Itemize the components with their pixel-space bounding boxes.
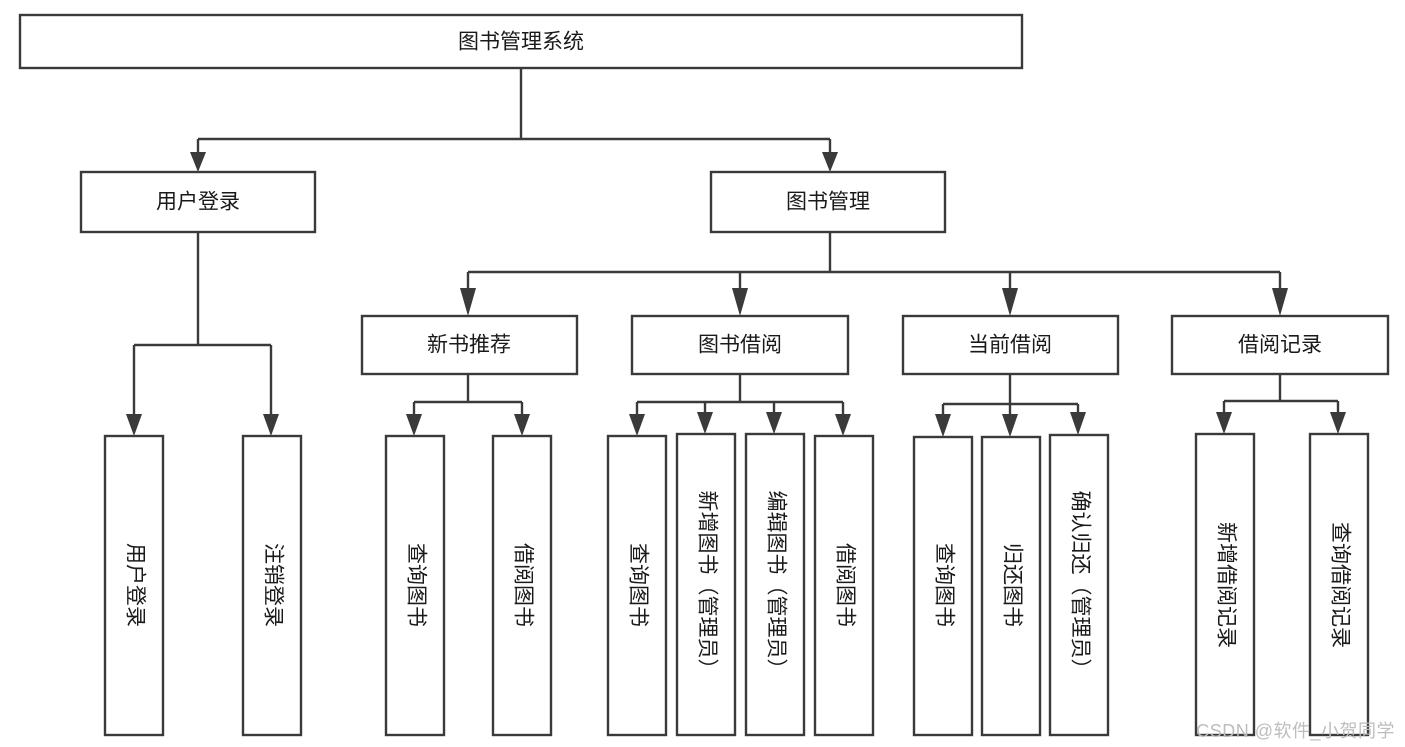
arrowhead-current-borrow	[1002, 288, 1018, 316]
node-current-borrow-label: 当前借阅	[968, 334, 1052, 357]
arrowhead-leaf-add-book	[697, 412, 713, 434]
leaf-confirm-return-label: 确认归还（管理员）	[1068, 491, 1091, 680]
arrowhead-leaf-return-book	[1002, 414, 1018, 437]
arrowhead-leaf-confirm-return	[1070, 412, 1086, 435]
leaf-add-book[interactable]: 新增图书（管理员）	[675, 432, 737, 737]
node-new-book-recommend-label: 新书推荐	[427, 334, 511, 357]
leaf-add-borrow-record[interactable]: 新增借阅记录	[1194, 432, 1256, 737]
arrowhead-leaf-borrow-book-2	[835, 414, 851, 436]
leaf-query-book-borrow[interactable]: 查询图书	[606, 434, 668, 737]
leaf-query-book-borrow-label: 查询图书	[626, 543, 649, 627]
arrowhead-leaf-edit-book	[766, 412, 782, 434]
node-book-management[interactable]: 图书管理	[709, 170, 947, 234]
arrowhead-leaf-user-login	[126, 414, 142, 436]
node-borrow-record-label: 借阅记录	[1238, 334, 1322, 357]
leaf-borrow-book-label: 借阅图书	[833, 543, 856, 627]
leaf-logout-label: 注销登录	[261, 543, 284, 627]
arrowhead-leaf-add-record	[1216, 412, 1232, 434]
leaf-return-book[interactable]: 归还图书	[980, 435, 1042, 737]
leaf-query-book-recommend[interactable]: 查询图书	[384, 434, 446, 737]
leaf-return-book-label: 归还图书	[1000, 543, 1023, 627]
leaf-user-login-label: 用户登录	[123, 543, 146, 627]
node-root[interactable]: 图书管理系统	[18, 13, 1024, 70]
watermark: CSDN @软件_小贺同学	[1196, 721, 1395, 741]
leaf-query-borrow-record-label: 查询借阅记录	[1328, 522, 1351, 648]
leaf-edit-book[interactable]: 编辑图书（管理员）	[744, 432, 806, 737]
leaf-add-book-label: 新增图书（管理员）	[695, 491, 718, 680]
node-book-management-label: 图书管理	[786, 191, 870, 214]
arrowhead-leaf-query-book-1	[406, 414, 422, 436]
leaf-borrow-book-recommend-label: 借阅图书	[511, 543, 534, 627]
arrowhead-new-book-recommend	[460, 288, 476, 316]
node-borrow-record[interactable]: 借阅记录	[1170, 314, 1390, 376]
arrowhead-leaf-query-record	[1330, 412, 1346, 434]
leaf-edit-book-label: 编辑图书（管理员）	[764, 491, 787, 680]
node-book-borrow[interactable]: 图书借阅	[630, 314, 850, 376]
arrowhead-book-mgmt	[822, 152, 838, 172]
arrowhead-leaf-borrow-book-1	[514, 414, 530, 436]
node-book-borrow-label: 图书借阅	[698, 334, 782, 357]
node-current-borrow[interactable]: 当前借阅	[901, 314, 1120, 376]
node-user-login[interactable]: 用户登录	[79, 170, 317, 234]
leaf-user-login[interactable]: 用户登录	[103, 434, 165, 737]
connector-layer	[126, 68, 1346, 437]
node-root-label: 图书管理系统	[458, 31, 584, 54]
leaf-query-borrow-record[interactable]: 查询借阅记录	[1308, 432, 1370, 737]
arrowhead-book-borrow	[732, 288, 748, 316]
leaf-logout[interactable]: 注销登录	[241, 434, 303, 737]
arrowhead-borrow-record	[1272, 288, 1288, 316]
arrowhead-user-login	[190, 152, 206, 172]
node-user-login-label: 用户登录	[156, 191, 240, 214]
leaf-borrow-book[interactable]: 借阅图书	[813, 434, 875, 737]
leaf-query-book-current[interactable]: 查询图书	[912, 435, 974, 737]
arrowhead-leaf-query-book-3	[935, 414, 951, 437]
leaf-query-book-recommend-label: 查询图书	[404, 543, 427, 627]
node-new-book-recommend[interactable]: 新书推荐	[360, 314, 579, 376]
leaf-query-book-current-label: 查询图书	[932, 543, 955, 627]
leaf-confirm-return[interactable]: 确认归还（管理员）	[1048, 433, 1110, 737]
leaf-borrow-book-recommend[interactable]: 借阅图书	[491, 434, 553, 737]
leaf-add-borrow-record-label: 新增借阅记录	[1214, 522, 1237, 648]
arrowhead-leaf-logout	[263, 414, 279, 436]
arrowhead-leaf-query-book-2	[629, 414, 645, 436]
